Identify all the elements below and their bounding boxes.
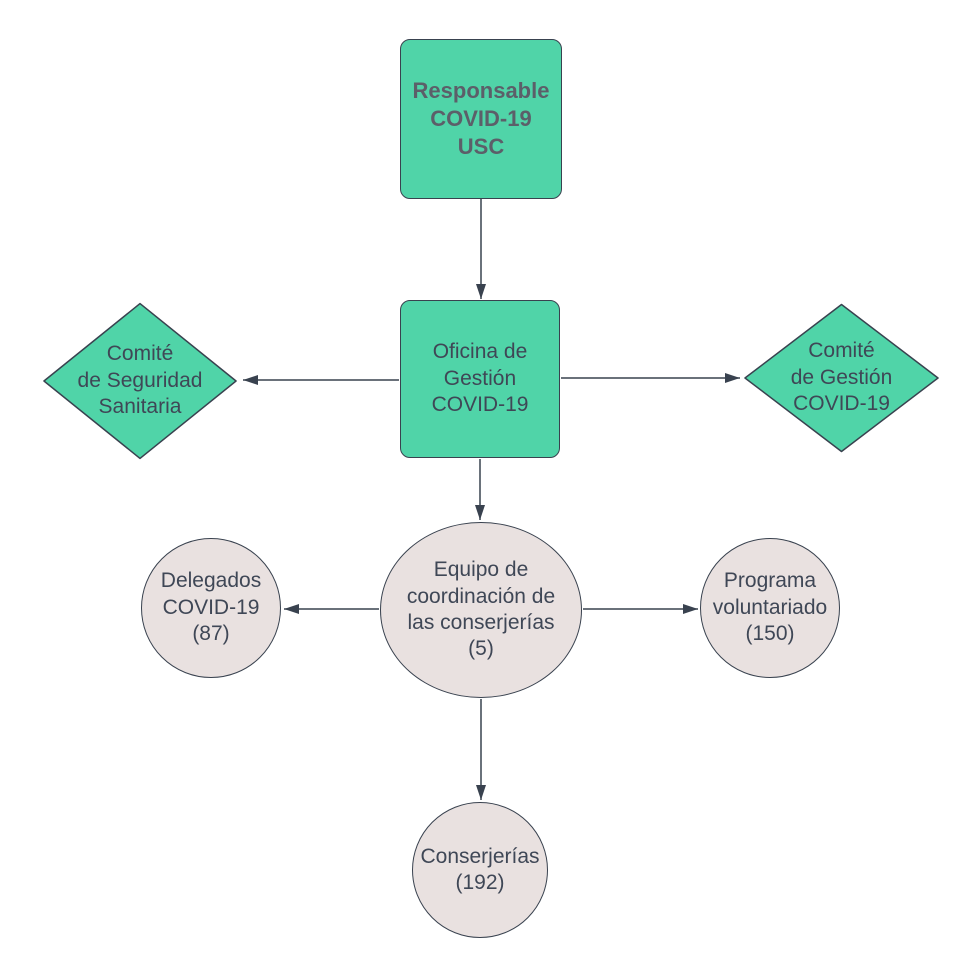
node-label: Delegados COVID-19 (87) <box>160 569 262 646</box>
node-equipo-coordinacion-conserjerias: Equipo de coordinación de las conserjerí… <box>380 522 582 698</box>
node-conserjerias: Conserjerías (192) <box>412 802 548 938</box>
node-oficina-gestion-covid19: Oficina de Gestión COVID-19 <box>400 300 560 458</box>
node-label: Conserjerías (192) <box>420 844 540 894</box>
node-label: Equipo de coordinación de las conserjerí… <box>406 558 556 661</box>
node-responsable-covid19-usc: Responsable COVID-19 USC <box>400 39 562 199</box>
node-programa-voluntariado: Programa voluntariado (150) <box>700 538 840 678</box>
node-label: Programa voluntariado (150) <box>712 569 828 646</box>
node-delegados-covid19: Delegados COVID-19 (87) <box>141 538 281 678</box>
node-label: Comité de Gestión COVID-19 <box>790 339 893 416</box>
diamond-shape <box>743 303 940 453</box>
diamond-shape <box>42 302 238 460</box>
node-label: Oficina de Gestión COVID-19 <box>431 340 529 417</box>
node-comite-seguridad-sanitaria: Comité de Seguridad Sanitaria <box>42 302 238 460</box>
node-label: Comité de Seguridad Sanitaria <box>77 342 203 419</box>
node-label: Responsable COVID-19 USC <box>412 78 550 159</box>
node-comite-gestion-covid19: Comité de Gestión COVID-19 <box>743 303 940 453</box>
